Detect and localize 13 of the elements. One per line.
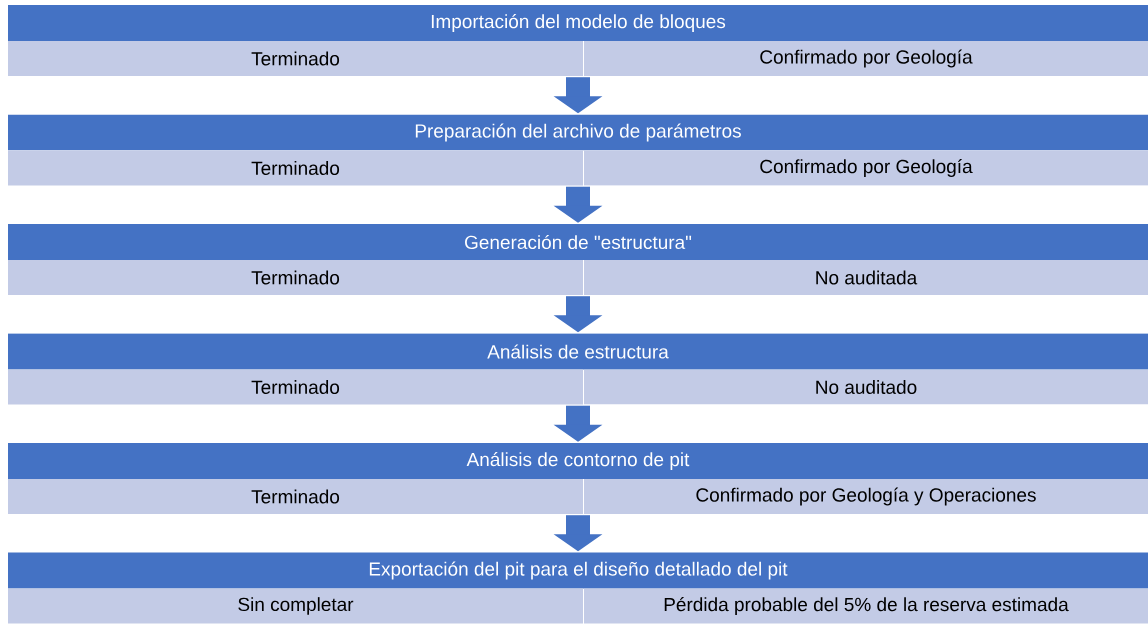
table-cell: Terminado [8,479,583,514]
table-cell: Confirmado por Geología [584,41,1148,76]
table-cell: Terminado [8,369,583,405]
header-bar: Importación del modelo de bloques [8,5,1148,41]
table-cell: Confirmado por Geología y Operaciones [584,479,1148,514]
table-cell: Sin completar [8,588,583,624]
table-cell: Pérdida probable del 5% de la reserva estimada [584,588,1148,624]
table-cell: Confirmado por Geología [584,150,1148,186]
table-cell: Terminado [8,41,583,76]
table-cell: No auditado [584,369,1148,405]
table-cell: No auditada [584,260,1148,295]
table-cell: Terminado [8,260,583,295]
table-cell: Terminado [8,150,583,186]
